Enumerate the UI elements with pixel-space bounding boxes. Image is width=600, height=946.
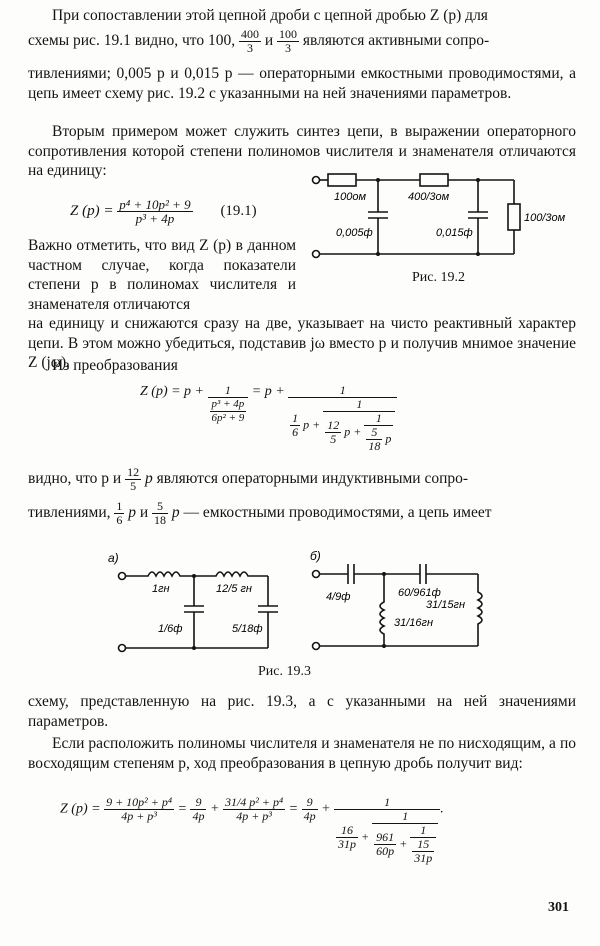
label-5-18-f: 5/18ф bbox=[232, 623, 263, 635]
caption-fig-19-3: Рис. 19.3 bbox=[258, 664, 311, 679]
label-1-6-f: 1/6ф bbox=[158, 623, 182, 635]
label-0015-f: 0,015ф bbox=[436, 227, 473, 239]
label-100-3-ohm: 100/3ом bbox=[524, 212, 566, 224]
label-31-15-gn: 31/15гн bbox=[426, 599, 465, 611]
page-number: 301 bbox=[548, 900, 569, 915]
paragraph-6: схему, представленную на рис. 19.3, а с … bbox=[28, 693, 576, 730]
label-0005-f: 0,005ф bbox=[336, 227, 373, 239]
label-1-gn: 1гн bbox=[152, 583, 170, 595]
label-12-5-gn: 12/5 гн bbox=[216, 583, 252, 595]
label-31-16-gn: 31/16гн bbox=[394, 617, 433, 629]
paragraph-3: Важно отметить, что вид Z (p) в данном ч… bbox=[28, 237, 296, 313]
label-100-ohm: 100ом bbox=[334, 191, 366, 203]
figure-19-2: 100ом 400/3ом 100/3ом 0,005ф 0,015ф bbox=[311, 173, 566, 259]
paragraph-1-rest: тивлениями; 0,005 p и 0,015 p — оператор… bbox=[28, 65, 576, 102]
text: схемы рис. 19.1 видно, что 100, bbox=[28, 32, 236, 50]
tag-a: а) bbox=[108, 551, 119, 565]
text: и bbox=[264, 32, 274, 50]
tag-b: б) bbox=[310, 549, 321, 563]
paragraph-1-line-1: При сопоставлении этой цепной дроби с це… bbox=[28, 6, 576, 26]
label-60-961-f: 60/961ф bbox=[398, 587, 441, 599]
paragraph-7: Если расположить полиномы числителя и зн… bbox=[28, 735, 576, 772]
label-400-3-ohm: 400/3ом bbox=[408, 191, 450, 203]
paragraph-3-continued: на единицу и снижаются сразу на две, ука… bbox=[28, 315, 576, 371]
label-4-9-f: 4/9ф bbox=[326, 591, 350, 603]
caption-fig-19-2: Рис. 19.2 bbox=[412, 270, 465, 285]
text: При сопоставлении этой цепной дроби с це… bbox=[52, 7, 488, 24]
text: являются активными сопро- bbox=[302, 32, 490, 50]
figure-19-3: а) 1гн 12/5 гн 1/6ф 5/18ф б) 4/9ф 60/961… bbox=[108, 549, 483, 653]
paragraph-2: Вторым примером может служить синтез цеп… bbox=[28, 123, 576, 179]
paragraph-4: Из преобразования bbox=[52, 357, 178, 374]
